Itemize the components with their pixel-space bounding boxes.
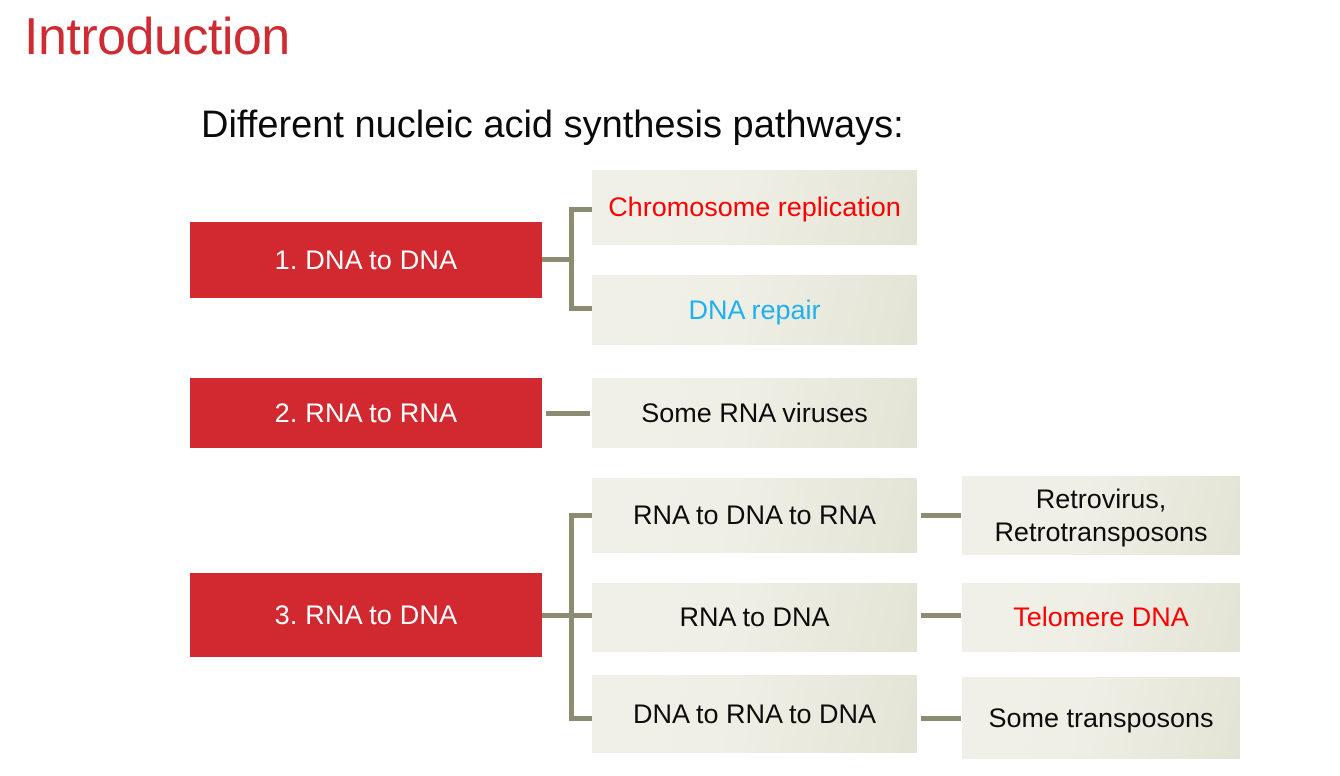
node-some-rna-viruses[interactable]: Some RNA viruses <box>592 378 917 448</box>
node-primary-rna-to-rna[interactable]: 2. RNA to RNA <box>190 378 542 448</box>
node-some-transposons[interactable]: Some transposons <box>962 677 1240 759</box>
node-label: Some RNA viruses <box>641 397 868 428</box>
connector-stub-group1 <box>542 257 572 262</box>
node-label: 3. RNA to DNA <box>274 599 458 630</box>
node-label: Chromosome replication <box>608 192 901 222</box>
node-label: Retrovirus, Retrotransposons <box>994 483 1208 547</box>
node-retrovirus-retrotransposons[interactable]: Retrovirus, Retrotransposons <box>962 476 1240 555</box>
node-label: 1. DNA to DNA <box>274 244 458 275</box>
connector-spine-group1 <box>569 207 574 311</box>
connector-group2-child1 <box>546 411 590 416</box>
connector-grandchild-2 <box>921 613 961 618</box>
node-rna-to-dna[interactable]: RNA to DNA <box>592 583 917 652</box>
node-label: RNA to DNA <box>679 602 830 632</box>
node-label: Some transposons <box>988 702 1214 733</box>
node-chromosome-replication[interactable]: Chromosome replication <box>592 170 917 245</box>
node-primary-dna-to-dna[interactable]: 1. DNA to DNA <box>190 222 542 298</box>
node-primary-rna-to-dna[interactable]: 3. RNA to DNA <box>190 573 542 657</box>
node-label: DNA repair <box>688 294 821 325</box>
node-dna-repair[interactable]: DNA repair <box>592 275 917 345</box>
node-telomere-dna[interactable]: Telomere DNA <box>962 583 1240 652</box>
slide-subtitle: Different nucleic acid synthesis pathway… <box>201 104 904 146</box>
page-title: Introduction <box>24 8 290 66</box>
connector-arm-group3-child2 <box>569 613 594 618</box>
connector-grandchild-3 <box>921 716 961 721</box>
node-label: DNA to RNA to DNA <box>632 698 877 729</box>
connector-arm-group1-child2 <box>569 306 594 311</box>
connector-grandchild-1 <box>921 513 961 518</box>
node-rna-to-dna-to-rna[interactable]: RNA to DNA to RNA <box>592 478 917 553</box>
node-label: 2. RNA to RNA <box>274 397 458 428</box>
node-label: Telomere DNA <box>1013 602 1189 632</box>
node-label: RNA to DNA to RNA <box>632 500 877 530</box>
connector-stub-group3 <box>542 613 572 618</box>
connector-arm-group1-child1 <box>569 207 594 212</box>
connector-arm-group3-child3 <box>569 716 594 721</box>
node-dna-to-rna-to-dna[interactable]: DNA to RNA to DNA <box>592 675 917 753</box>
connector-arm-group3-child1 <box>569 513 594 518</box>
